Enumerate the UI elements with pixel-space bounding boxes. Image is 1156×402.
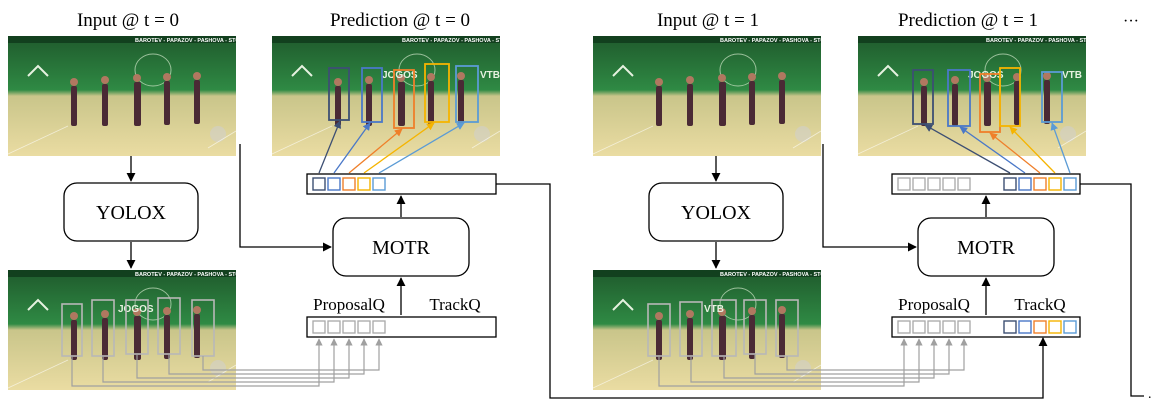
header-input-t0: Input @ t = 0 [77,10,179,31]
banner-text: BAROTEV - PAPAZOV - PASHOVA - STOILOV [720,272,838,278]
arrow-frame-to-motr-t0 [239,144,332,252]
yolox-block-t0: YOLOX [63,182,199,242]
detection-to-proposal-arrows-t0 [71,338,383,387]
yolox-label: YOLOX [96,202,167,224]
bbox-yellow [424,63,450,123]
arrow-track-carryover [496,183,1048,399]
frame-input-t1 [592,35,822,157]
bbox-navy [912,69,934,125]
sponsor-jogos: JOGOS [382,70,418,81]
arrow-query-navy-t0 [318,120,341,174]
arrow-query-navy-t1 [924,124,1011,174]
trackq-label: TrackQ [429,295,480,314]
header-prediction-t1: Prediction @ t = 1 [898,10,1038,31]
prediction-boxes-t1 [912,67,1063,133]
motr-block-t0: MOTR [332,217,470,277]
arrow-query-yellow-t1 [1009,126,1056,174]
bbox-orange [393,69,415,129]
proposalq-label: ProposalQ [898,295,970,314]
output-query-bar-t1 [891,173,1081,195]
yolox-block-t1: YOLOX [648,182,784,242]
arrow-query-lightblue-t0 [378,122,465,174]
arrow-track-to-next [1080,183,1144,397]
sponsor-vtb: VTB [480,70,500,81]
arrow-query-lightblue-t1 [1050,122,1071,174]
frame-input-t0 [7,35,237,157]
ellipsis: ··· [1123,13,1139,30]
motr-label: MOTR [372,237,430,259]
bbox-blue [361,67,383,123]
bbox-light-blue [455,65,479,123]
frame-prediction-t0 [271,35,501,157]
header-prediction-t0: Prediction @ t = 0 [330,10,470,31]
frame-prediction-t1 [857,35,1087,157]
sponsor-vtb: VTB [704,304,724,315]
banner-text: BAROTEV - PAPAZOV - PASHOVA - STOILOV [135,38,253,44]
frame-detections-t0 [7,269,237,391]
trackq-label: TrackQ [1014,295,1065,314]
motr-block-t1: MOTR [917,217,1055,277]
bbox-blue [947,69,971,127]
bbox-navy [328,67,350,121]
arrow-query-yellow-t0 [363,122,435,174]
bbox-light-blue [1041,71,1063,123]
banner-text: BAROTEV - PAPAZOV - PASHOVA - STOILOV [986,38,1104,44]
input-query-bar-t1 [891,316,1081,338]
sponsor-jogos: JOGOS [968,70,1004,81]
motr-label: MOTR [957,237,1015,259]
detection-to-proposal-arrows-t1 [658,338,968,387]
arrow-query-blue-t1 [959,126,1026,174]
header-input-t1: Input @ t = 1 [657,10,759,31]
arrow-query-orange-t1 [989,132,1041,174]
sponsor-jogos: JOGOS [118,304,154,315]
banner-text: BAROTEV - PAPAZOV - PASHOVA - STOILOV [135,272,253,278]
banner-text: BAROTEV - PAPAZOV - PASHOVA - STOILOV [402,38,520,44]
bbox-yellow [999,67,1021,127]
output-query-bar-t0 [306,173,497,195]
arrow-query-orange-t0 [348,128,403,174]
trail-mark: . [1148,387,1152,402]
frame-detections-t1 [592,269,822,391]
arrow-query-blue-t0 [333,122,371,174]
prediction-boxes-t0 [328,63,479,129]
arrow-frame-to-motr-t1 [822,144,917,252]
banner-text: BAROTEV - PAPAZOV - PASHOVA - STOILOV [720,38,838,44]
yolox-label: YOLOX [681,202,752,224]
input-query-bar-t0 [306,316,497,338]
proposalq-label: ProposalQ [313,295,385,314]
sponsor-vtb: VTB [1062,70,1082,81]
